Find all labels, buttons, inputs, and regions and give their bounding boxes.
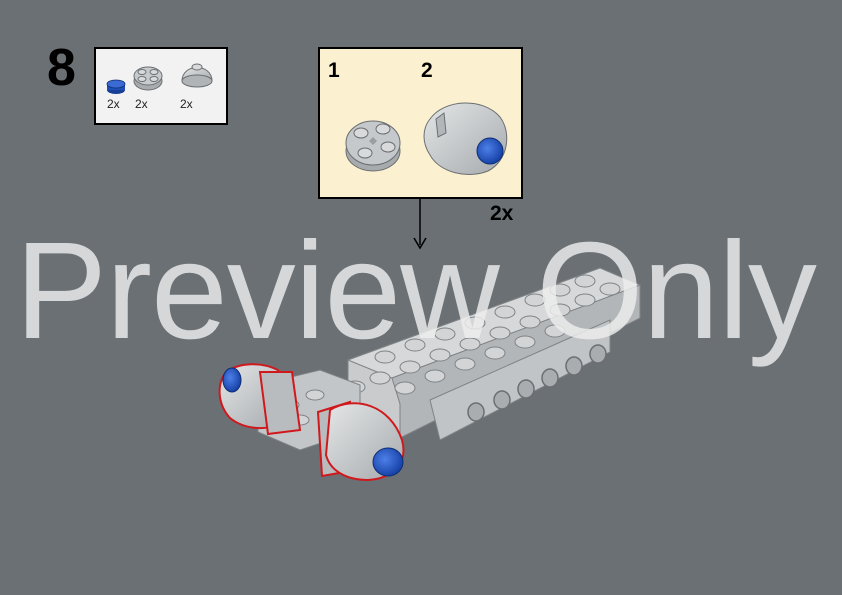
plate-studs	[344, 274, 621, 395]
engine-right	[316, 400, 405, 482]
part-qty-3: 2x	[180, 97, 193, 111]
side-technic-holes	[467, 344, 607, 422]
callout-arrow	[413, 199, 427, 250]
step-number: 8	[47, 39, 76, 97]
substep-label-2: 2	[421, 59, 433, 82]
substep-1-round-plate	[345, 120, 401, 172]
substep-2-dome-with-blue-plate	[423, 102, 508, 175]
engine-left	[218, 363, 302, 436]
preview-watermark: Preview Only	[15, 214, 817, 368]
subassembly-illustration	[345, 102, 508, 175]
subassembly-multiplier: 2x	[490, 202, 514, 225]
round-plate-2x2-gray-icon	[133, 66, 163, 91]
subassembly-box: 1 2	[318, 47, 523, 199]
parts-list-illustration	[106, 63, 213, 94]
dome-2x2-gray-icon	[181, 63, 213, 88]
round-plate-1x1-blue-icon	[106, 79, 126, 94]
part-qty-2: 2x	[135, 97, 148, 111]
parts-list-box: 2x 2x 2x	[94, 47, 228, 125]
part-qty-1: 2x	[107, 97, 120, 111]
substep-label-1: 1	[328, 59, 340, 82]
